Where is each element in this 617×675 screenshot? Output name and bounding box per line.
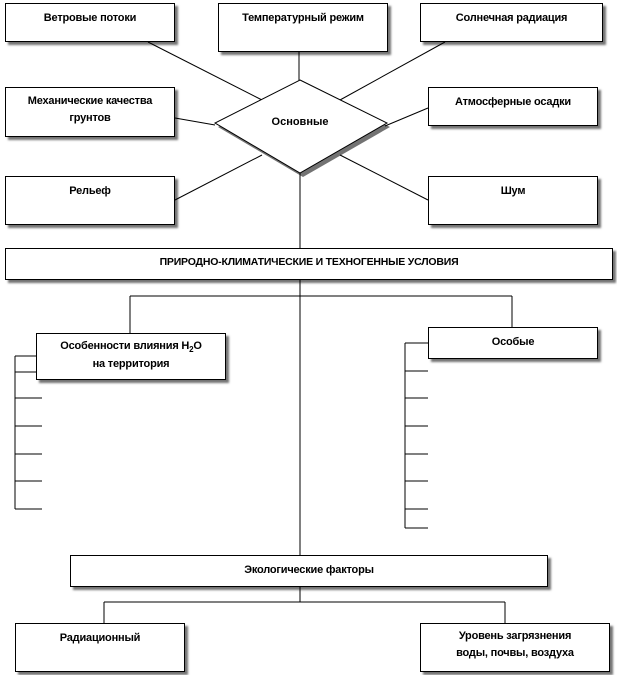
connector-noise [339,154,429,201]
box-eco: Экологические факторы [70,555,548,587]
diamond-shape [213,79,389,174]
box-wind: Ветровые потоки [5,3,175,42]
box-pollution-line2: воды, почвы, воздуха [456,646,574,659]
box-soil: Механические качества грунтов [5,87,175,137]
box-soil-line1: Механические качества [27,95,153,107]
box-temperature: Температурный режим [218,3,388,52]
connector-precipitation [384,107,429,127]
box-radiation: Радиационный [15,623,185,672]
connector-wind [147,41,263,101]
box-water-line1-post: O [193,340,202,352]
main-title-box: ПРИРОДНО-КЛИМАТИЧЕСКИЕ И ТЕХНОГЕННЫЕ УСЛ… [5,248,613,280]
box-noise: Шум [428,176,598,225]
box-solar: Солнечная радиация [420,3,603,42]
box-relief: Рельеф [5,176,175,225]
box-water: Особенности влияния H2O на территория [36,333,226,380]
connector-soil [174,117,216,126]
box-pollution: Уровень загрязнения воды, почвы, воздуха [420,623,610,672]
box-pollution-line1: Уровень загрязнения [458,630,572,642]
box-water-line1-pre: Особенности влияния H [60,340,190,352]
box-water-line2: на территория [92,358,170,371]
box-water-sub: 2 [189,345,194,355]
box-water-line1: Особенности влияния H2O [37,338,225,356]
connector-solar [339,41,446,101]
box-soil-line2: грунтов [69,111,111,124]
box-precipitation: Атмосферные осадки [428,87,598,126]
connector-relief [174,154,263,201]
box-special: Особые [428,327,598,359]
diamond-label: Основные [271,116,329,128]
